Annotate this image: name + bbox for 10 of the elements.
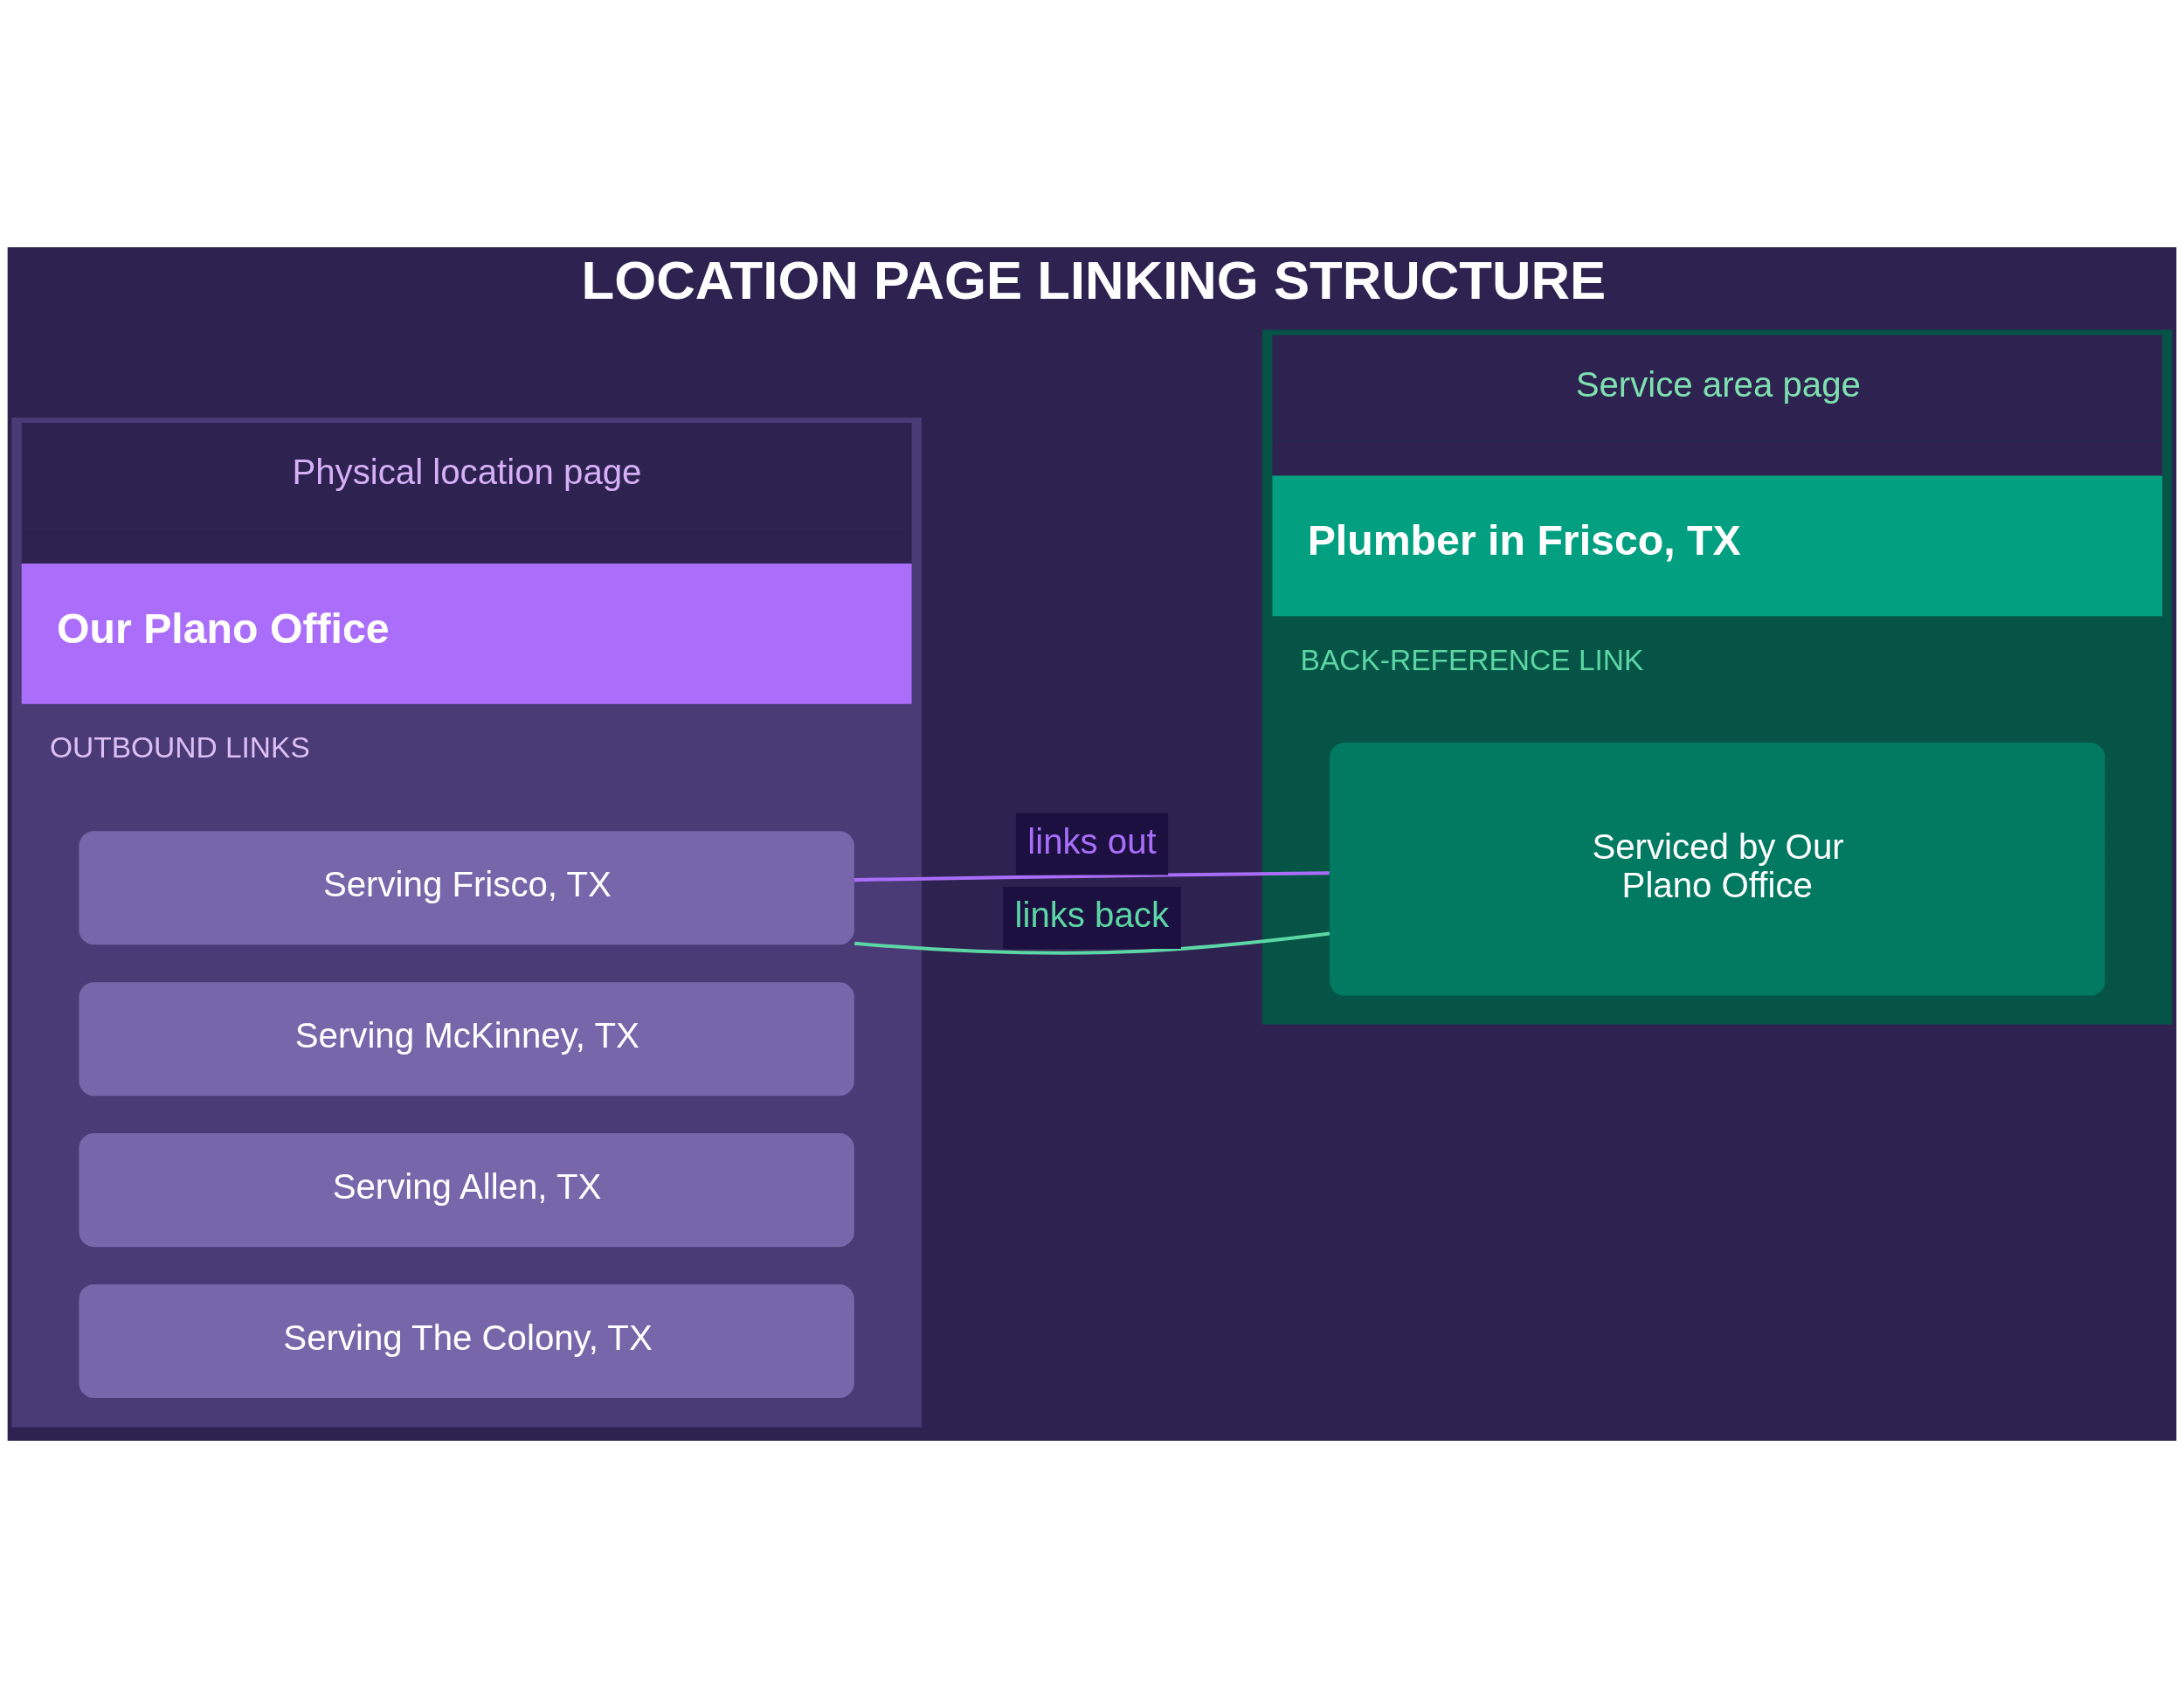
- node-box: Serviced by Our Plano Office: [1330, 743, 2105, 996]
- node-box: Serving The Colony, TX: [79, 1284, 854, 1399]
- diagram-title: LOCATION PAGE LINKING STRUCTURE: [581, 249, 1607, 310]
- edge-label: links out: [1027, 821, 1157, 861]
- edge-label: links back: [1014, 896, 1170, 936]
- connector: [854, 931, 1330, 955]
- connector: [854, 871, 1330, 882]
- node-box: Serving McKinney, TX: [79, 982, 854, 1097]
- node-box: Serving Frisco, TX: [79, 831, 854, 945]
- node-box: Serving Allen, TX: [79, 1133, 854, 1248]
